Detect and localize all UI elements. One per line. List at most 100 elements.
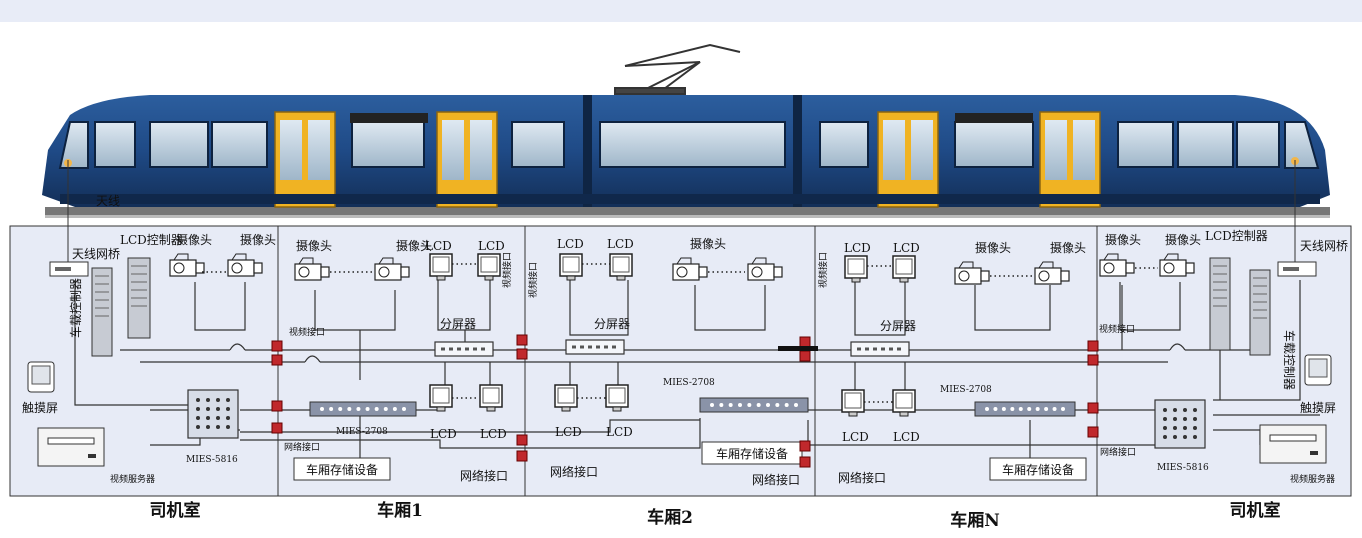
touch-screen-label: 触摸屏 <box>22 401 58 415</box>
vehicle-controller-label: 车载控制器 <box>68 278 83 338</box>
video-server-label: 视频服务器 <box>1290 473 1335 485</box>
antenna-bridge-label: 天线网桥 <box>1300 239 1348 253</box>
tram-window <box>1177 121 1234 168</box>
destination-sign <box>350 113 428 123</box>
video-port-label: 视频接口 <box>527 262 539 298</box>
cab-window <box>58 121 89 169</box>
section-label: 司机室 <box>150 500 201 521</box>
connector-icon <box>271 422 283 434</box>
tram-doors <box>274 111 1101 208</box>
touch-screen-device <box>27 361 55 393</box>
connector-icon <box>1087 402 1099 414</box>
door-window <box>883 120 905 180</box>
connector-icon <box>271 354 283 366</box>
lcd-controller-label: LCD控制器 <box>1205 229 1268 243</box>
lcd-label: LCD <box>425 239 452 253</box>
splitter-device <box>434 341 494 357</box>
storage-label: 车厢存储设备 <box>1002 462 1074 477</box>
camera-label: 摄像头 <box>296 238 332 253</box>
lcd-monitor-icon <box>559 253 583 281</box>
connector-icon <box>516 348 528 360</box>
antenna-bridge-device <box>1277 261 1317 277</box>
camera-icon <box>169 253 205 277</box>
camera-label: 摄像头 <box>240 232 276 247</box>
lcd-monitor-icon <box>477 253 501 281</box>
network-port-label: 网络接口 <box>752 472 800 487</box>
splitter-device <box>850 341 910 357</box>
video-server-device <box>37 427 105 467</box>
door-window <box>470 120 492 180</box>
lcd-controller-label: LCD控制器 <box>120 233 183 247</box>
connector-icon <box>271 400 283 412</box>
connector-icon <box>799 456 811 468</box>
controller-tower <box>1209 257 1231 351</box>
camera-label: 摄像头 <box>176 232 212 247</box>
camera-icon <box>1034 261 1070 285</box>
controller-tower <box>127 257 151 339</box>
connector-icon <box>1087 354 1099 366</box>
lcd-label: LCD <box>844 241 871 255</box>
pantograph <box>614 43 741 95</box>
section-label: 车厢1 <box>377 500 423 521</box>
camera-label: 摄像头 <box>690 236 726 251</box>
tram-window <box>1236 121 1280 168</box>
tram-windows <box>58 121 1320 169</box>
connector-icon <box>271 340 283 352</box>
touch-screen-label: 触摸屏 <box>1300 401 1336 415</box>
antenna-bridge-label: 天线网桥 <box>72 247 120 261</box>
camera-label: 摄像头 <box>1105 232 1141 247</box>
camera-icon <box>294 257 330 281</box>
lcd-label: LCD <box>557 237 584 251</box>
lcd-label: LCD <box>893 241 920 255</box>
camera-icon <box>1099 253 1135 277</box>
camera-label: 摄像头 <box>1165 232 1201 247</box>
storage-label: 车厢存储设备 <box>306 462 378 477</box>
connector-icon <box>516 434 528 446</box>
section-label: 车厢N <box>950 510 1000 531</box>
car-storage-device: 车厢存储设备 <box>293 457 391 481</box>
touch-screen-device <box>1304 354 1332 386</box>
lcd-label: LCD <box>555 425 582 439</box>
lcd-monitor-icon <box>892 389 916 417</box>
door-window <box>1045 120 1067 180</box>
section-label: 司机室 <box>1230 500 1281 521</box>
splitter-label: 分屏器 <box>594 317 630 331</box>
tram-window <box>211 121 268 168</box>
mies-5816-device <box>187 389 239 439</box>
lcd-monitor-icon <box>892 255 916 283</box>
connectors <box>271 334 1099 468</box>
network-port-label: 网络接口 <box>838 470 886 485</box>
door-window <box>280 120 302 180</box>
door-window <box>911 120 933 180</box>
car-storage-device: 车厢存储设备 <box>701 441 803 465</box>
top-strip <box>0 0 1362 22</box>
car-storage-device: 车厢存储设备 <box>989 457 1087 481</box>
controller-tower <box>91 267 113 357</box>
connector-icon <box>799 336 811 348</box>
lcd-monitor-icon <box>609 253 633 281</box>
camera-label: 摄像头 <box>975 240 1011 255</box>
camera-icon <box>672 257 708 281</box>
mies-5816-label: MIES-5816 <box>186 455 238 465</box>
video-server-label: 视频服务器 <box>110 473 155 485</box>
camera-icon <box>1159 253 1195 277</box>
lcd-label: LCD <box>842 430 869 444</box>
camera-label: 摄像头 <box>1050 240 1086 255</box>
tram-window <box>149 121 209 168</box>
splitter-label: 分屏器 <box>880 319 916 333</box>
mies-5816-label: MIES-5816 <box>1157 463 1209 473</box>
lcd-monitor-icon <box>479 384 503 412</box>
destination-sign <box>955 113 1033 123</box>
tram-window <box>819 121 869 168</box>
connector-icon <box>516 450 528 462</box>
connector-icon <box>1087 340 1099 352</box>
video-port-label: 视频接口 <box>501 252 513 288</box>
lcd-label: LCD <box>893 430 920 444</box>
antenna-bridge-device <box>49 261 89 277</box>
tram-window <box>94 121 136 168</box>
lcd-label: LCD <box>606 425 633 439</box>
lcd-monitor-icon <box>844 255 868 283</box>
connector-icon <box>799 440 811 452</box>
mies-5816-device <box>1154 399 1206 449</box>
network-port-label: 网络接口 <box>1100 446 1136 458</box>
